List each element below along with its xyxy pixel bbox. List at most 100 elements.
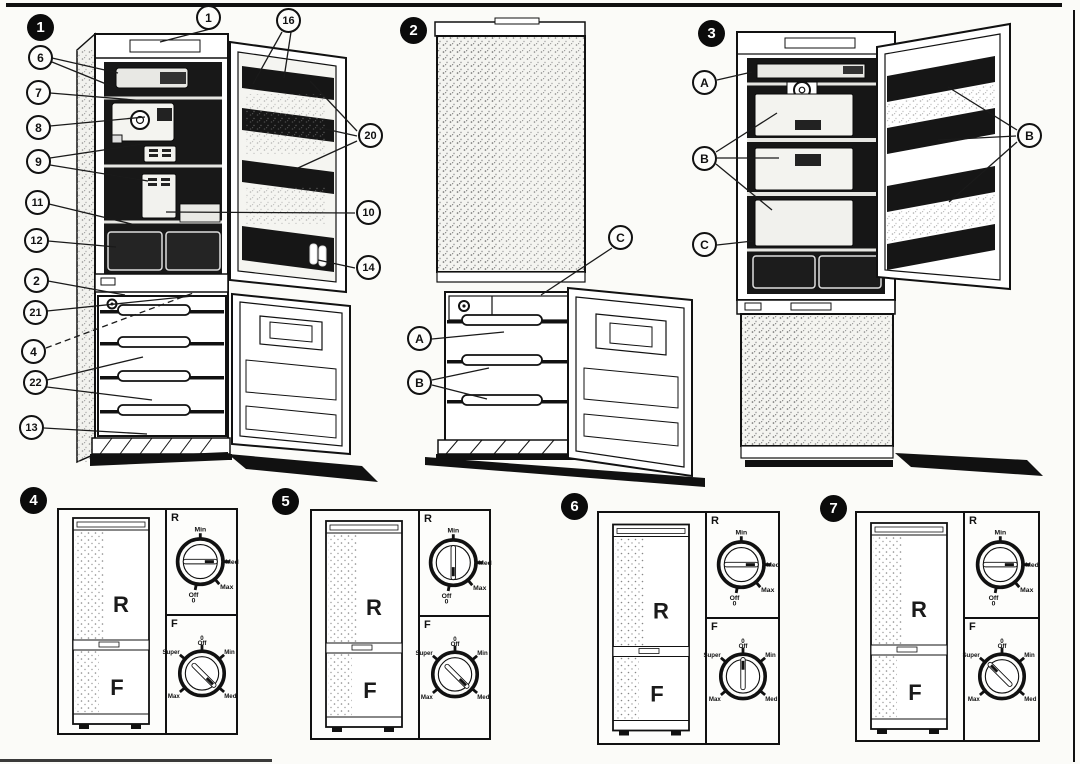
- fig2-badge-label: 2: [409, 22, 418, 39]
- fig1-fridge-interior: [104, 62, 222, 274]
- svg-text:Max: Max: [167, 693, 179, 700]
- svg-text:0: 0: [200, 635, 204, 642]
- panel7-f-pointer: [987, 661, 1013, 687]
- svg-text:Super: Super: [703, 652, 721, 659]
- svg-text:0: 0: [732, 600, 736, 607]
- panel4-badge: 4: [20, 487, 47, 514]
- callout-16: 16: [276, 8, 301, 33]
- top-rule: [6, 3, 1062, 7]
- svg-text:Super: Super: [162, 649, 180, 656]
- panel7-fridge-diagram: R F: [857, 513, 963, 740]
- panel7-r-dial: Min Med Max Off 0: [975, 530, 1038, 607]
- svg-text:Med: Med: [1024, 696, 1036, 703]
- panel5-badge-label: 5: [281, 493, 290, 510]
- svg-text:Off: Off: [441, 593, 452, 600]
- callout-b-right-fig3: B: [1017, 123, 1042, 148]
- svg-text:Max: Max: [220, 584, 233, 591]
- svg-text:Med: Med: [225, 559, 239, 566]
- callout-b-left-fig3: B: [692, 146, 717, 171]
- panel4-r-dial-box: R Min Med Max Off 0: [167, 510, 239, 616]
- svg-text:Super: Super: [415, 650, 433, 657]
- panel6-r-dial-box: R Min Med Max Off 0: [707, 513, 779, 619]
- panel4-r-dial-title: R: [171, 512, 179, 524]
- fig3-fridge-door-open: [876, 22, 1011, 291]
- panel7-f-dial-title: F: [969, 621, 976, 633]
- fig3-shadow-swoosh: [895, 453, 1043, 476]
- fig3-badge: 3: [698, 20, 725, 47]
- fig3-freezer-door-closed: [740, 313, 894, 467]
- svg-text:Off: Off: [450, 641, 460, 648]
- panel5-f-pointer: [443, 663, 469, 689]
- svg-text:Off: Off: [988, 595, 999, 602]
- fig1-shadow-swoosh: [228, 454, 378, 482]
- fig3-cabinet-open: [736, 31, 896, 315]
- panel5-f-dial-box: F 0 Off Super Min: [415, 617, 489, 738]
- panel4-badge-label: 4: [29, 492, 38, 509]
- fig1-freezer-drawers: [97, 295, 227, 437]
- fig3-badge-label: 3: [707, 25, 716, 42]
- svg-text:Max: Max: [420, 694, 432, 701]
- svg-text:Off: Off: [188, 592, 199, 599]
- callout-9: 9: [26, 149, 51, 174]
- callout-6: 6: [28, 45, 53, 70]
- panel5-r-dial-box: R Min Med Max Off 0: [420, 511, 492, 617]
- fig1-shadow-left: [90, 452, 228, 466]
- right-rule: [1073, 10, 1075, 762]
- svg-text:Off: Off: [729, 595, 740, 602]
- svg-text:Max: Max: [1020, 587, 1033, 594]
- callout-c-fig2: C: [608, 225, 633, 250]
- fig1-fridge-door: [229, 40, 347, 294]
- panel5-r-dial-title: R: [424, 513, 432, 525]
- callout-20: 20: [358, 123, 383, 148]
- panel7-badge-label: 7: [829, 500, 838, 517]
- svg-text:Med: Med: [477, 694, 489, 701]
- svg-text:Max: Max: [761, 587, 774, 594]
- panel7-r-dial-title: R: [969, 515, 977, 527]
- svg-text:Med: Med: [478, 560, 492, 567]
- panel6-r-letter: R: [653, 599, 669, 624]
- panel6-r-dial-title: R: [711, 515, 719, 527]
- panel7-f-dial: 0 Off Super Min Max Med: [962, 638, 1036, 703]
- panel6-f-dial-box: F 0 Off Super Min: [703, 619, 778, 743]
- panel5-f-dial-title: F: [424, 619, 431, 631]
- fig1-art: [76, 32, 378, 482]
- svg-text:Min: Min: [224, 649, 235, 656]
- svg-text:Min: Min: [765, 652, 776, 659]
- callout-21: 21: [23, 300, 48, 325]
- panel6-r-pointer: [723, 561, 759, 568]
- panel6-badge-label: 6: [570, 498, 579, 515]
- svg-text:0: 0: [453, 636, 457, 643]
- control-panel-6: R F R Min Med: [597, 511, 780, 745]
- svg-text:Min: Min: [1024, 652, 1035, 659]
- svg-text:Med: Med: [224, 693, 236, 700]
- svg-text:Max: Max: [708, 696, 720, 703]
- fig1-freezer-door: [231, 292, 351, 456]
- panel7-f-dial-box: F 0 Off Super Min: [962, 619, 1038, 740]
- svg-text:Med: Med: [765, 696, 777, 703]
- panel5-f-dial: 0 Off Super Min Max Med: [415, 636, 489, 701]
- control-panel-7: R F R Min Med: [855, 511, 1040, 742]
- panel4-f-pointer: [190, 662, 216, 688]
- svg-text:0: 0: [444, 598, 448, 605]
- panel4-f-dial-title: F: [171, 618, 178, 630]
- fig1-cabinet: [76, 32, 232, 464]
- svg-text:0: 0: [191, 597, 195, 604]
- fig2-shadow-swoosh: [425, 457, 705, 487]
- fig2-art: [425, 17, 705, 487]
- svg-text:Max: Max: [473, 585, 486, 592]
- panel4-r-pointer: [182, 558, 218, 565]
- panel5-r-letter: R: [366, 595, 382, 620]
- fig3-art: [736, 22, 1043, 476]
- callout-13: 13: [19, 415, 44, 440]
- panel5-fridge-diagram: R F: [312, 511, 418, 738]
- control-panel-5: R F R Min Med: [310, 509, 491, 740]
- panel4-f-letter: F: [110, 675, 123, 700]
- callout-11: 11: [25, 190, 50, 215]
- panel6-f-dial: 0 Off Super Min Max Med: [703, 638, 777, 703]
- panel7-r-letter: R: [911, 597, 927, 622]
- panel6-f-pointer: [739, 657, 746, 691]
- panel7-r-dial-box: R Min Med Max Off 0: [965, 513, 1038, 619]
- svg-text:Off: Off: [738, 643, 748, 650]
- callout-10: 10: [356, 200, 381, 225]
